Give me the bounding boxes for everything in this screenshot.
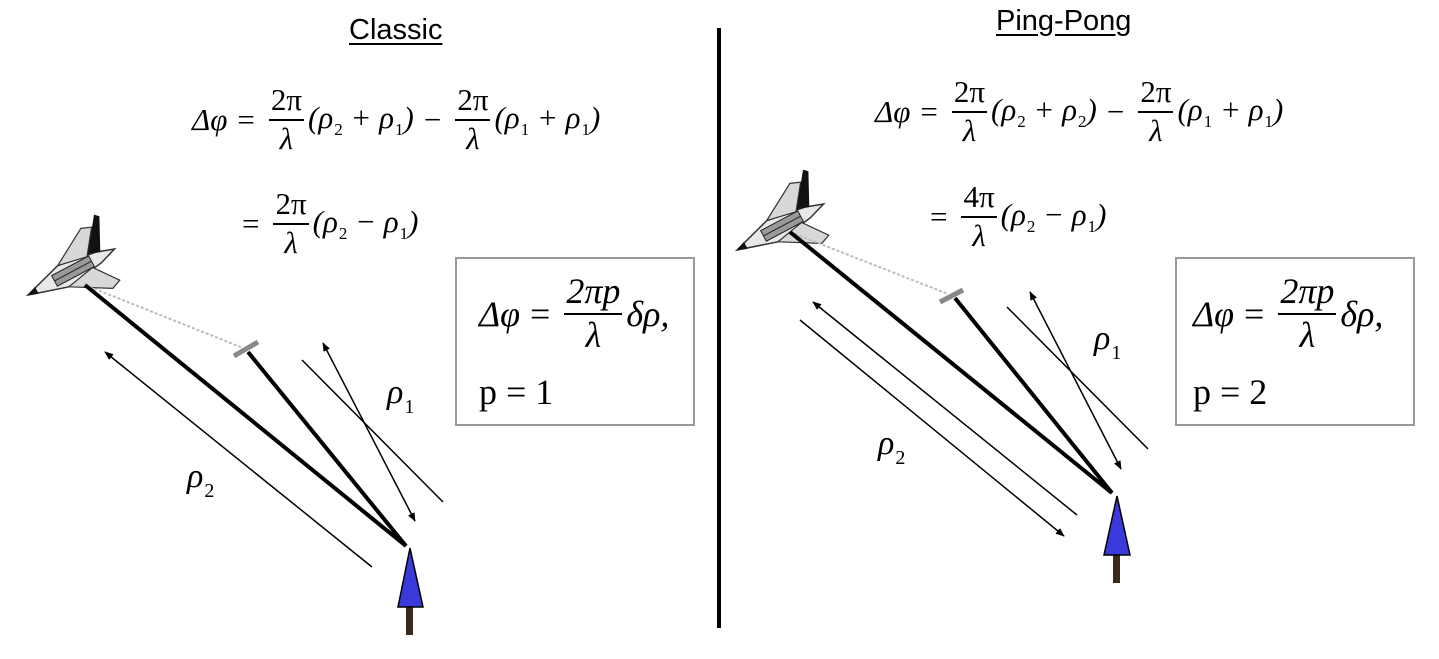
classic-baseline	[84, 284, 244, 349]
pingpong-rho2-label: ρ2	[878, 425, 906, 469]
pingpong-rho2-arrow-a	[812, 301, 1078, 516]
classic-heading: Classic	[349, 14, 443, 46]
panel-divider	[717, 28, 721, 628]
classic-tree-target-icon	[397, 547, 424, 635]
pingpong-rho2-arrow-b	[799, 319, 1065, 537]
classic-rho2-label: ρ2	[187, 458, 215, 502]
pingpong-path-2	[788, 230, 1114, 495]
classic-path-1	[246, 350, 408, 548]
pingpong-baseline	[789, 231, 949, 295]
pingpong-shuttle-icon	[717, 166, 843, 281]
classic-rho1-guide	[301, 359, 444, 503]
classic-p-value: p = 1	[479, 372, 554, 412]
classic-rho1-arrow	[322, 342, 416, 522]
pingpong-rho1-guide	[1006, 306, 1149, 450]
pingpong-path-1	[953, 296, 1114, 495]
pingpong-second-antenna	[938, 287, 965, 305]
classic-second-antenna	[232, 339, 260, 359]
pingpong-p-value: p = 2	[1193, 372, 1268, 412]
classic-rho2-arrow	[104, 351, 373, 568]
pingpong-rho1-arrow	[1029, 291, 1122, 470]
pingpong-heading: Ping-Pong	[996, 5, 1132, 37]
pingpong-tree-target-icon	[1103, 495, 1131, 583]
